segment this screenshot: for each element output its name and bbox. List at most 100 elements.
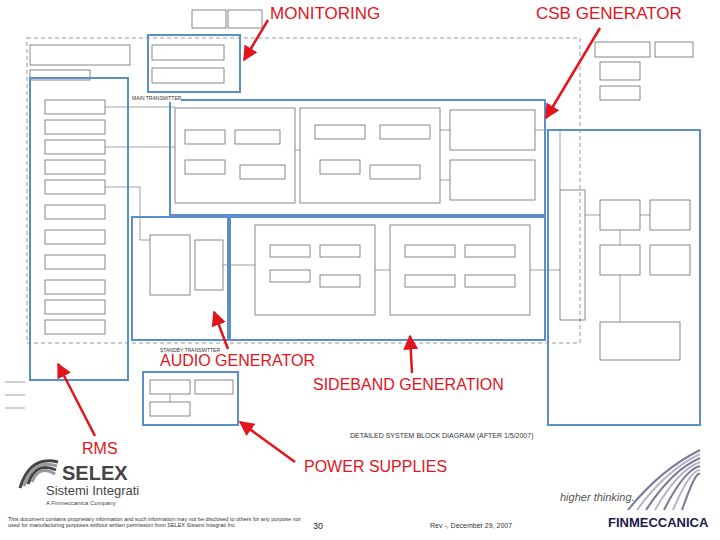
highlight-region bbox=[132, 217, 228, 340]
equipment-box bbox=[595, 42, 650, 57]
wire bbox=[620, 230, 621, 245]
equipment-box bbox=[390, 225, 530, 315]
callout-label: POWER SUPPLIES bbox=[304, 458, 447, 476]
equipment-box bbox=[30, 45, 130, 65]
equipment-box bbox=[370, 165, 420, 179]
wire bbox=[295, 150, 300, 151]
equipment-box bbox=[240, 165, 285, 179]
finmeccanica-logo bbox=[628, 450, 700, 510]
company-logo-text: FINMECCANICA bbox=[608, 516, 708, 530]
equipment-box bbox=[600, 245, 640, 275]
equipment-box bbox=[152, 45, 224, 60]
equipment-box bbox=[175, 108, 295, 203]
callout-arrow bbox=[546, 28, 600, 118]
highlight-region bbox=[148, 35, 240, 92]
wire bbox=[105, 147, 175, 148]
equipment-box bbox=[45, 100, 105, 114]
drawing-title: DETAILED SYSTEM BLOCK DIAGRAM (AFTER 1/5… bbox=[350, 432, 533, 440]
equipment-box bbox=[560, 190, 585, 320]
equipment-box bbox=[600, 62, 640, 80]
company-name: SELEX bbox=[62, 462, 128, 484]
equipment-box bbox=[320, 275, 360, 287]
wire bbox=[170, 394, 171, 402]
equipment-box bbox=[655, 42, 693, 57]
equipment-box bbox=[600, 86, 640, 100]
equipment-box bbox=[405, 275, 455, 287]
logo-stripe bbox=[646, 458, 700, 510]
equipment-box bbox=[45, 230, 105, 244]
equipment-box bbox=[45, 320, 105, 334]
equipment-box bbox=[150, 380, 190, 394]
wire bbox=[105, 107, 175, 108]
equipment-box bbox=[45, 140, 105, 154]
equipment-box bbox=[228, 10, 262, 28]
equipment-box bbox=[380, 125, 430, 139]
company-tagline: A Finmeccanica Company bbox=[46, 500, 116, 507]
wire bbox=[375, 270, 390, 271]
callout-arrow bbox=[410, 336, 412, 373]
highlight-region bbox=[170, 100, 545, 215]
block-heading: MAIN TRANSMITTER bbox=[132, 96, 181, 102]
equipment-box bbox=[45, 280, 105, 294]
callout-label: MONITORING bbox=[270, 5, 380, 24]
equipment-box bbox=[195, 240, 223, 290]
wire bbox=[440, 130, 450, 131]
equipment-box bbox=[150, 402, 190, 416]
wire bbox=[440, 180, 450, 181]
callout-arrow bbox=[244, 20, 268, 60]
equipment-box bbox=[235, 130, 280, 144]
company-subtitle: Sistemi Integrati bbox=[46, 484, 139, 498]
wire bbox=[5, 408, 25, 409]
equipment-box bbox=[315, 125, 365, 139]
logo-stripe bbox=[682, 474, 700, 510]
logo-swirl bbox=[24, 464, 57, 486]
equipment-box bbox=[45, 180, 105, 194]
equipment-box bbox=[45, 255, 105, 269]
wire bbox=[620, 275, 621, 322]
callout-label: RMS bbox=[82, 440, 118, 458]
wire bbox=[640, 215, 650, 216]
equipment-box bbox=[450, 110, 535, 150]
equipment-box bbox=[465, 245, 515, 257]
callout-label: AUDIO GENERATOR bbox=[160, 352, 315, 370]
callout-arrow bbox=[240, 422, 295, 462]
highlight-region bbox=[230, 217, 545, 340]
equipment-box bbox=[45, 120, 105, 134]
equipment-box bbox=[45, 160, 105, 174]
equipment-box bbox=[152, 68, 224, 83]
equipment-box bbox=[650, 245, 690, 275]
wire bbox=[585, 215, 600, 216]
logo-stripe bbox=[664, 466, 700, 510]
equipment-box bbox=[185, 160, 225, 174]
highlight-region bbox=[143, 372, 238, 425]
equipment-box bbox=[270, 245, 310, 257]
revision-date: Rev -, December 29, 2007 bbox=[430, 522, 512, 530]
equipment-box bbox=[450, 160, 535, 200]
equipment-box bbox=[465, 275, 515, 287]
logo-stripe bbox=[628, 450, 700, 510]
callout-arrow bbox=[58, 364, 95, 436]
equipment-box bbox=[192, 10, 226, 28]
equipment-box bbox=[45, 205, 105, 219]
logo-swirl bbox=[28, 467, 56, 484]
logo-swirl bbox=[32, 470, 55, 482]
equipment-box bbox=[600, 322, 680, 360]
callout-arrow bbox=[214, 312, 228, 349]
equipment-box bbox=[650, 200, 690, 230]
logo-stripe bbox=[655, 462, 700, 510]
highlight-region bbox=[548, 130, 700, 425]
equipment-box bbox=[405, 245, 455, 257]
disclaimer-note: This document contains proprietary infor… bbox=[8, 516, 308, 528]
logo-stripe bbox=[637, 454, 700, 510]
slogan: higher thinking. bbox=[560, 491, 635, 503]
equipment-box bbox=[600, 200, 640, 230]
wire bbox=[5, 395, 25, 396]
equipment-box bbox=[255, 225, 375, 315]
equipment-box bbox=[320, 160, 360, 174]
highlight-region bbox=[30, 78, 128, 380]
equipment-box bbox=[320, 245, 360, 257]
logo-stripe bbox=[673, 470, 700, 510]
equipment-box bbox=[150, 235, 190, 295]
callout-label: SIDEBAND GENERATION bbox=[313, 376, 504, 394]
